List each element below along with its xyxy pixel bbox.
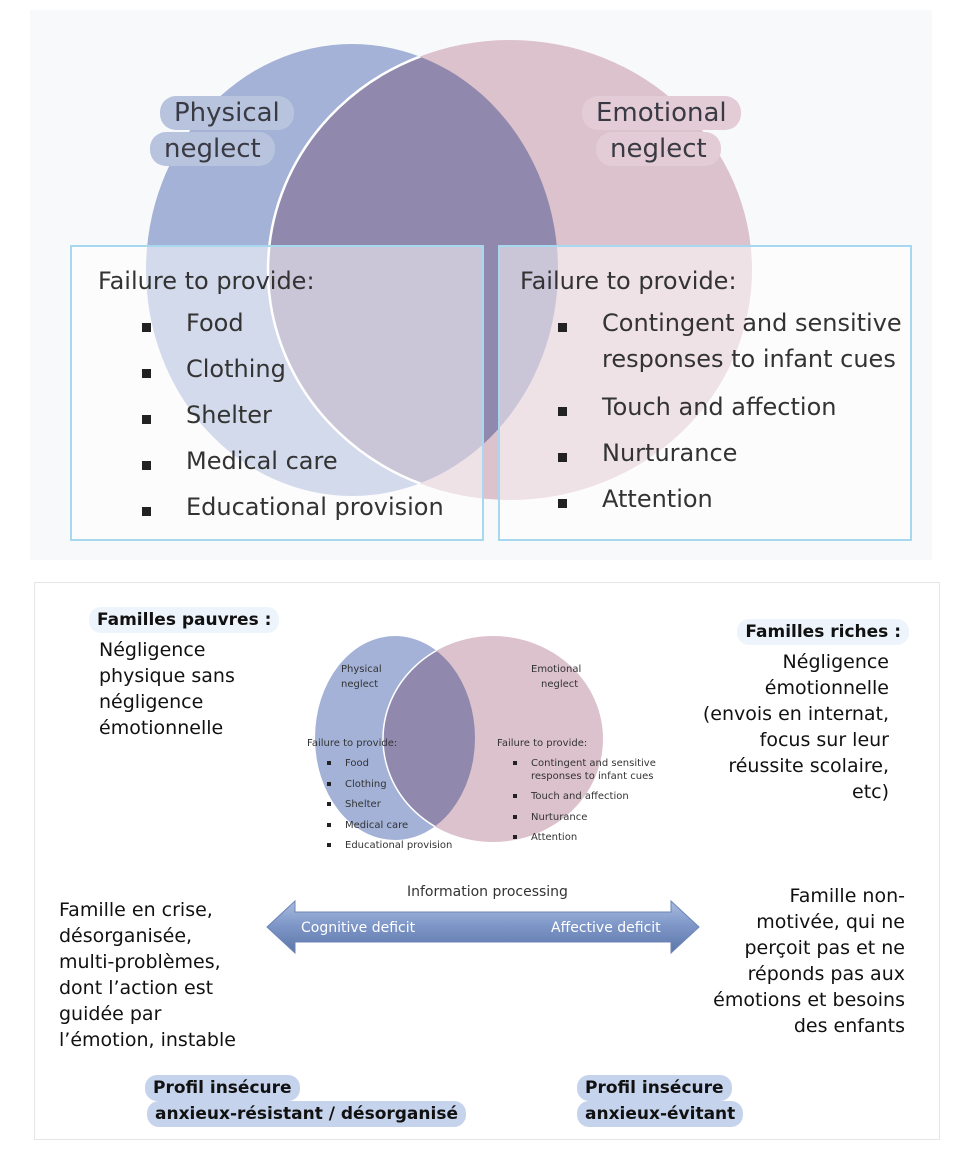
crisis-family-line2: désorganisée, xyxy=(59,925,193,947)
list-item: Attention xyxy=(558,485,902,531)
list-item: Clothing xyxy=(327,778,452,791)
mini-venn-svg xyxy=(315,636,603,842)
crisis-family-line3: multi-problèmes, xyxy=(59,951,221,973)
mini-left-heading: Failure to provide: xyxy=(307,738,398,749)
physical-label-line2: neglect xyxy=(150,132,275,166)
list-item: Touch and affection xyxy=(513,790,656,803)
unmotivated-family-line3: perçoit pas et ne xyxy=(744,937,905,959)
crisis-family-line6: l’émotion, instable xyxy=(59,1029,236,1051)
rich-families-line2: émotionnelle xyxy=(764,677,889,699)
unmotivated-family-line4: réponds pas aux xyxy=(747,963,905,985)
physical-needs-box: Failure to provide: Food Clothing Shelte… xyxy=(70,245,484,541)
affective-deficit-label: Affective deficit xyxy=(551,920,661,936)
rich-families-line1: Négligence xyxy=(782,651,889,673)
poor-families-title: Familles pauvres : xyxy=(89,607,280,633)
crisis-family-line1: Famille en crise, xyxy=(59,899,213,921)
profile-right-line1: Profil insécure xyxy=(577,1075,732,1101)
physical-label-line1: Physical xyxy=(160,96,294,130)
mini-physical-label-line2: neglect xyxy=(341,679,379,690)
list-item: Contingent and sensitive xyxy=(558,309,902,345)
emotional-needs-list: Contingent and sensitive responses to in… xyxy=(558,309,902,531)
list-item: Educational provision xyxy=(142,493,444,539)
unmotivated-family-line5: émotions et besoins xyxy=(713,989,905,1011)
poor-families-line4: émotionnelle xyxy=(99,717,224,739)
list-item-continuation: responses to infant cues xyxy=(602,345,896,373)
list-item: Shelter xyxy=(327,798,452,811)
unmotivated-family-line6: des enfants xyxy=(793,1015,905,1037)
bottom-family-profiles-diagram: Familles pauvres : Négligence physique s… xyxy=(34,582,940,1140)
double-arrow xyxy=(266,899,700,955)
list-item: Medical care xyxy=(327,819,452,832)
emotional-label-line1: Emotional xyxy=(582,96,741,130)
physical-needs-list: Food Clothing Shelter Medical care Educa… xyxy=(142,309,444,539)
list-item: Nurturance xyxy=(558,439,902,485)
rich-families-line5: réussite scolaire, xyxy=(728,755,889,777)
mini-physical-label-line1: Physical xyxy=(341,664,382,675)
emotional-needs-box: Failure to provide: Contingent and sensi… xyxy=(498,245,912,541)
profile-left-line1: Profil insécure xyxy=(145,1075,300,1101)
list-item: Food xyxy=(142,309,444,355)
list-item: Clothing xyxy=(142,355,444,401)
rich-families-line6: etc) xyxy=(852,781,889,803)
list-item: Medical care xyxy=(142,447,444,493)
mini-right-heading: Failure to provide: xyxy=(497,738,588,749)
list-item-continuation: responses to infant cues xyxy=(531,771,654,782)
list-item: Attention xyxy=(513,831,656,844)
mini-right-list: Contingent and sensitive responses to in… xyxy=(513,757,656,852)
mini-left-list: Food Clothing Shelter Medical care Educa… xyxy=(327,757,452,860)
poor-families-line1: Négligence xyxy=(99,639,206,661)
mini-emotional-label-line1: Emotional xyxy=(531,664,582,675)
unmotivated-family-line1: Famille non- xyxy=(789,885,905,907)
mini-emotional-label-line2: neglect xyxy=(541,679,579,690)
cognitive-deficit-label: Cognitive deficit xyxy=(301,920,416,936)
rich-families-title: Familles riches : xyxy=(737,619,909,645)
poor-families-line3: négligence xyxy=(99,691,204,713)
crisis-family-line5: guidée par xyxy=(59,1003,162,1025)
profile-right-line2: anxieux-évitant xyxy=(577,1101,744,1127)
unmotivated-family-line2: motivée, qui ne xyxy=(756,911,905,933)
information-processing-title: Information processing xyxy=(407,884,568,900)
list-item: Shelter xyxy=(142,401,444,447)
list-item: Educational provision xyxy=(327,839,452,852)
mini-overlap-region xyxy=(383,636,475,840)
emotional-box-heading: Failure to provide: xyxy=(520,267,737,295)
list-item: Food xyxy=(327,757,452,770)
poor-families-line2: physique sans xyxy=(99,665,235,687)
rich-families-line4: focus sur leur xyxy=(759,729,889,751)
rich-families-line3: (envois en internat, xyxy=(702,703,889,725)
mini-overlap-outline xyxy=(382,636,475,840)
top-neglect-diagram: Physical neglect Emotional neglect Failu… xyxy=(30,10,932,560)
list-item: Contingent and sensitive xyxy=(513,757,656,770)
profile-left-line2: anxieux-résistant / désorganisé xyxy=(147,1101,466,1127)
crisis-family-line4: dont l’action est xyxy=(59,977,214,999)
list-item: Touch and affection xyxy=(558,393,902,439)
emotional-label-line2: neglect xyxy=(596,132,721,166)
list-item: Nurturance xyxy=(513,811,656,824)
physical-box-heading: Failure to provide: xyxy=(98,267,315,295)
